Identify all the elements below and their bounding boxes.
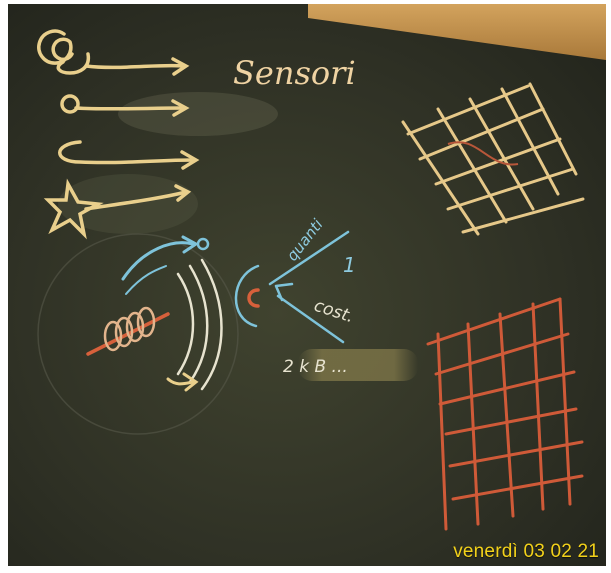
formula-text: 2 k B ... [283,357,348,377]
chalkboard-drawing: Sensori [8,4,606,566]
sensori-text: Sensori [233,54,356,92]
chalkboard-photo: Sensori [8,4,606,566]
arrow-line [86,66,183,68]
chalk-smudge [118,92,278,136]
number-one-text: 1 [343,253,356,277]
date-caption: venerdì 03 02 21 [453,541,599,563]
